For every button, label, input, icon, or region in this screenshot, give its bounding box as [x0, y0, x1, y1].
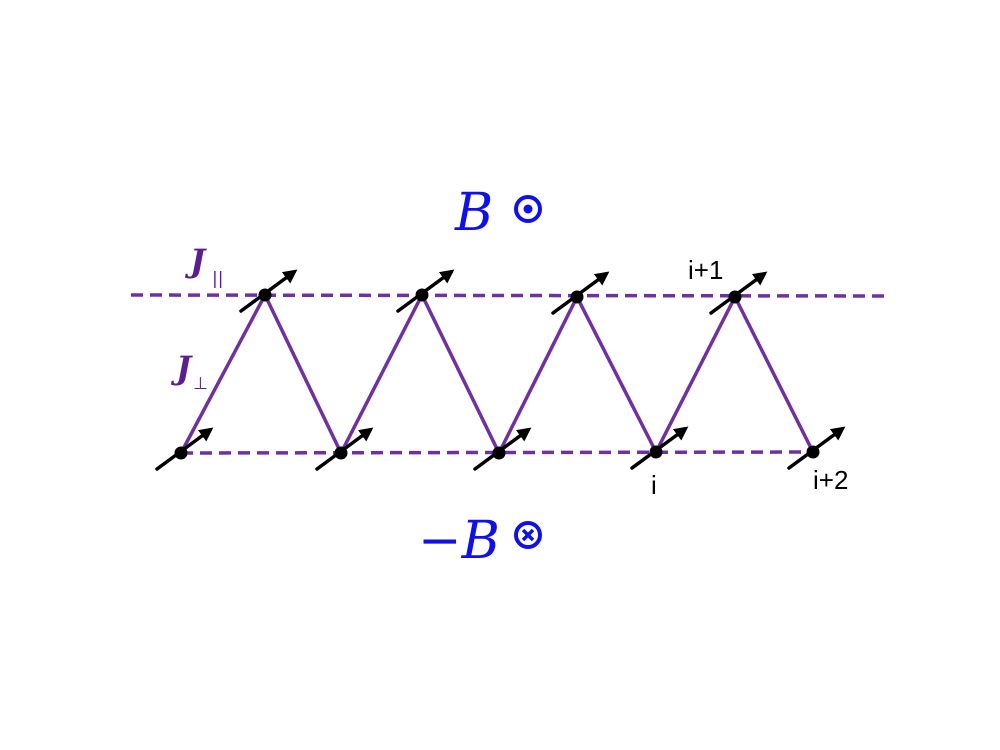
lattice-site-dot — [174, 446, 188, 460]
out-of-page-icon — [514, 195, 542, 223]
lattice-site-dot — [649, 445, 663, 459]
coupling-perpendicular-label: J ⊥ — [170, 349, 208, 394]
coupling-perpendicular-subscript: ⊥ — [193, 374, 208, 394]
top-leg-bond — [130, 293, 886, 298]
coupling-perpendicular-symbol: J — [170, 349, 193, 387]
site-label-bottom-i2: i+2 — [813, 465, 848, 495]
into-page-icon — [514, 521, 542, 549]
spin-top-0 — [239, 269, 298, 313]
spin-group — [155, 269, 846, 471]
spin-bottom-4 — [155, 427, 214, 471]
field-bottom-label: −B — [418, 511, 500, 571]
spin-top-3 — [709, 271, 768, 315]
spin-bottom-8 — [787, 426, 846, 470]
lattice-site-dot — [492, 446, 506, 460]
spin-bottom-7 — [630, 426, 689, 470]
spin-bottom-6 — [473, 427, 532, 471]
site-label-bottom-i: i — [651, 470, 657, 500]
coupling-parallel-symbol: J — [184, 242, 207, 280]
lattice-site-dot — [728, 290, 742, 304]
lattice-site-dot — [415, 288, 429, 302]
coupling-parallel-subscript: || — [212, 269, 223, 289]
coupling-parallel-label: J || — [184, 242, 223, 289]
spin-top-2 — [551, 271, 610, 315]
lattice-site-dot — [806, 445, 820, 459]
site-label-top: i+1 — [688, 255, 723, 285]
zigzag-rung-bonds — [179, 291, 815, 457]
bottom-leg-bond — [180, 450, 814, 455]
lattice-site-dot — [570, 290, 584, 304]
spin-bottom-5 — [315, 427, 374, 471]
spin-top-1 — [396, 269, 455, 313]
lattice-site-dot — [258, 288, 272, 302]
field-top-label: B — [454, 183, 493, 243]
lattice-site-dot — [334, 446, 348, 460]
